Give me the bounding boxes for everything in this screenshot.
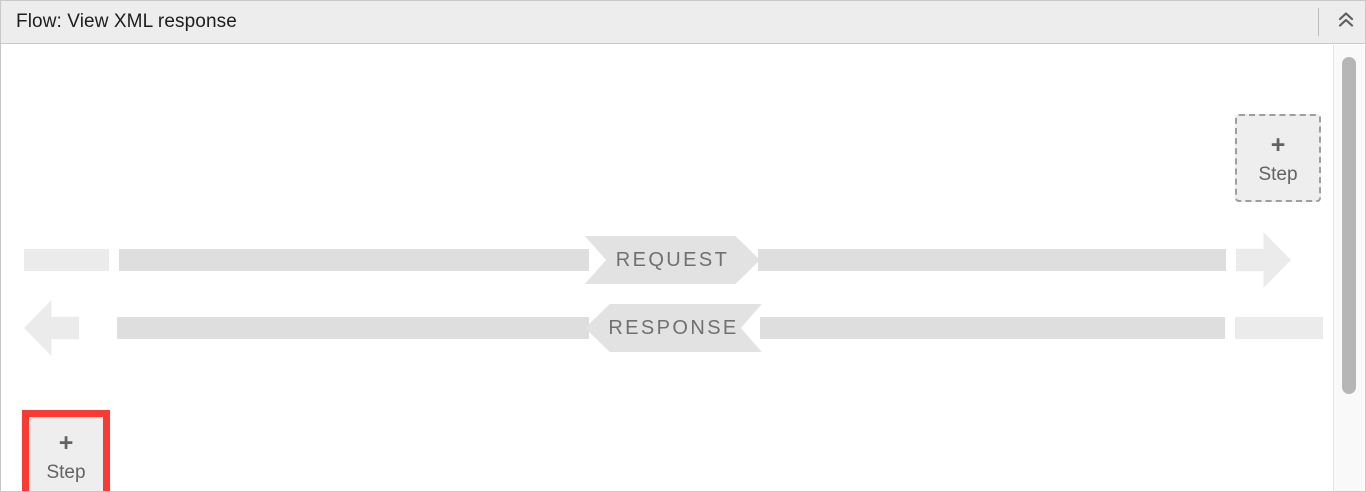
response-band-segment-right xyxy=(760,317,1225,339)
request-band-segment-right xyxy=(758,249,1226,271)
add-step-label: Step xyxy=(46,461,86,483)
flow-canvas[interactable]: + Step REQUEST RESPONSE + Step xyxy=(2,44,1333,491)
request-label: REQUEST xyxy=(615,248,730,271)
scrollbar-thumb[interactable] xyxy=(1342,57,1356,394)
arrow-right-icon xyxy=(1236,232,1291,288)
request-banner: REQUEST xyxy=(585,236,760,284)
arrow-left-icon xyxy=(24,300,79,356)
response-banner: RESPONSE xyxy=(585,304,762,352)
response-label: RESPONSE xyxy=(608,316,739,339)
panel-header: Flow: View XML response xyxy=(1,1,1365,44)
request-band-segment-left xyxy=(119,249,589,271)
vertical-scrollbar[interactable] xyxy=(1333,45,1364,491)
double-chevron-up-icon xyxy=(1336,10,1356,35)
flow-row-request: REQUEST xyxy=(2,230,1333,290)
flow-row-response: RESPONSE xyxy=(2,298,1333,358)
collapse-panel-button[interactable] xyxy=(1331,1,1361,43)
add-step-button-bottom-left[interactable]: + Step xyxy=(22,410,110,491)
add-step-button-top-right[interactable]: + Step xyxy=(1235,114,1321,202)
plus-icon: + xyxy=(1270,130,1286,159)
header-divider xyxy=(1318,8,1319,36)
page-title: Flow: View XML response xyxy=(16,11,237,32)
response-band-segment-end xyxy=(1235,317,1323,339)
request-band-segment-start xyxy=(24,249,109,271)
response-band-segment-left xyxy=(117,317,589,339)
add-step-label: Step xyxy=(1258,163,1298,185)
plus-icon: + xyxy=(58,428,74,457)
